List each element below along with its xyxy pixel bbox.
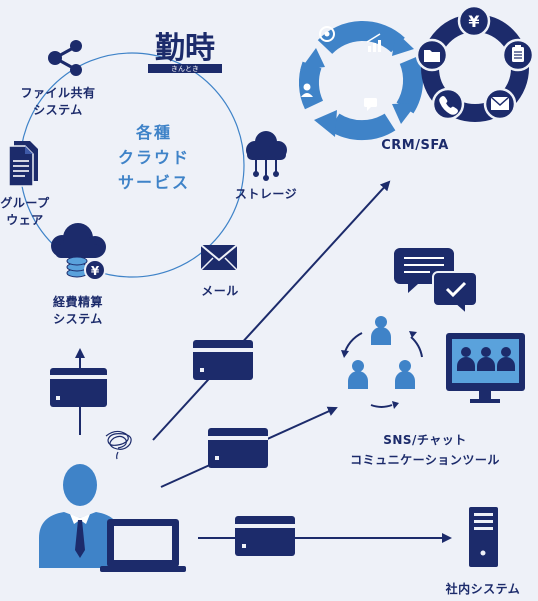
laptop-icon	[100, 519, 186, 572]
internal-system-label: 社内システム	[445, 582, 521, 596]
envelope-icon	[200, 244, 238, 271]
chat-bubble-icon	[364, 98, 377, 111]
phone-node-icon	[431, 87, 465, 121]
person-icon	[301, 83, 313, 97]
growth-chart-icon	[366, 33, 381, 52]
kintoki-logo: 勤時 きんとき	[148, 31, 222, 73]
clipboard-node-icon	[501, 38, 535, 72]
confused-scribble-icon	[105, 430, 132, 460]
mail-label: メール	[201, 284, 239, 298]
cloud-network-icon	[246, 131, 287, 181]
video-meeting-monitor-icon	[446, 333, 525, 403]
folder-node-icon	[415, 38, 449, 72]
message-bubbles-icon	[394, 248, 478, 317]
card-icon-crm	[193, 340, 253, 380]
file-sharing-label: ファイル共有 システム	[20, 86, 96, 117]
card-icon-vertical	[50, 368, 107, 407]
card-icon-internal	[235, 516, 295, 556]
target-icon	[319, 26, 335, 42]
server-icon	[469, 507, 498, 567]
mail-node-icon	[483, 87, 517, 121]
card-icon-sns	[208, 428, 268, 468]
svg-text:きんとき: きんとき	[171, 65, 199, 73]
cloud-services-title: 各種 クラウド サービス	[117, 123, 190, 192]
people-cycle-icon	[341, 316, 423, 409]
arrow-to-crm	[152, 180, 391, 441]
crm-sfa-label: CRM/SFA	[381, 138, 449, 153]
share-icon	[48, 40, 82, 76]
storage-label: ストレージ	[234, 187, 298, 201]
expense-label: 経費精算 システム	[52, 295, 103, 326]
yen-node-icon: ¥	[457, 4, 491, 38]
document-icon	[8, 141, 38, 187]
svg-text:勤時: 勤時	[155, 31, 215, 66]
cloud-yen-icon: ¥	[51, 223, 106, 281]
crm-cycle-icon	[298, 21, 424, 141]
svg-text:¥: ¥	[468, 12, 479, 31]
groupware-label: グループ ウェア	[0, 196, 50, 227]
crm-icon-wheel: ¥	[415, 4, 535, 122]
sns-chat-label: SNS/チャット コミュニケーションツール	[350, 433, 500, 467]
businessman-icon	[39, 464, 121, 568]
svg-text:¥: ¥	[91, 264, 100, 278]
